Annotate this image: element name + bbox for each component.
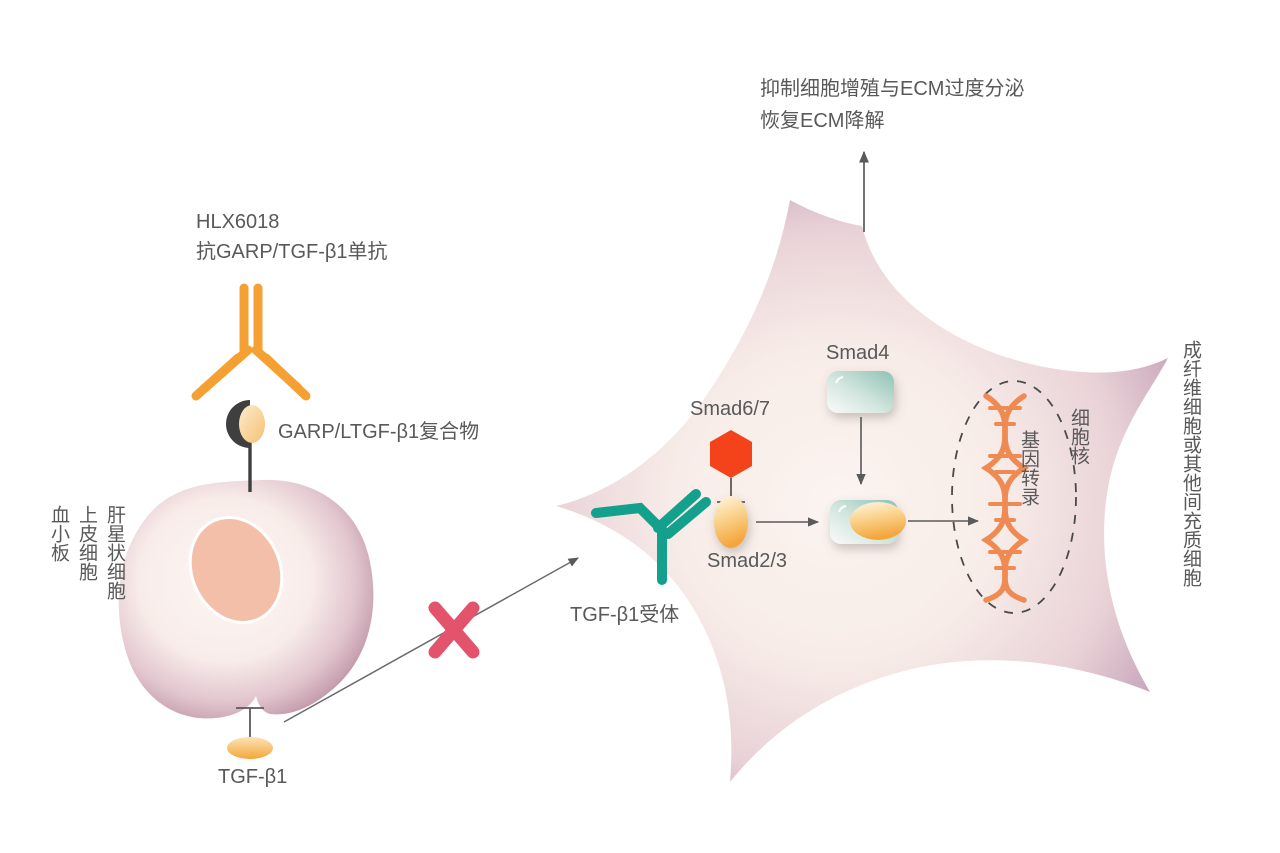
garp-ltgf-complex bbox=[226, 400, 265, 492]
antibody-arm-right-b bbox=[261, 353, 311, 401]
receptor-left-arm bbox=[591, 502, 667, 585]
smad23-oval bbox=[714, 496, 748, 548]
smad23-label: Smad2/3 bbox=[707, 550, 788, 572]
antibody-arm-left-b bbox=[191, 353, 243, 401]
smad-complex-oval bbox=[850, 502, 906, 540]
tgf-b1-ligand bbox=[227, 707, 273, 759]
source-cell-label-hepatic-stellate: 肝星状细胞 bbox=[103, 505, 125, 600]
source-cell-nucleus bbox=[188, 516, 284, 624]
smad4-node bbox=[827, 371, 894, 486]
garp-complex-label: GARP/LTGF-β1复合物 bbox=[278, 421, 480, 443]
smad-complex-highlight bbox=[837, 504, 847, 513]
fibroblast-cell bbox=[556, 200, 1168, 782]
receptor-right-arm-b bbox=[663, 497, 711, 539]
dna-helix-icon bbox=[980, 393, 1030, 603]
fibroblast-body bbox=[556, 200, 1168, 782]
tgf-b1-receptor bbox=[591, 489, 711, 585]
target-cell-label: 成纤维细胞或其他间充质细胞 bbox=[1179, 340, 1201, 587]
antibody-name-line2: 抗GARP/TGF-β1单抗 bbox=[196, 241, 388, 263]
antibody-name-line1: HLX6018 bbox=[196, 211, 280, 233]
smad4-box bbox=[827, 371, 894, 413]
smad-complex-node bbox=[830, 500, 980, 544]
receptor-label: TGF-β1受体 bbox=[570, 604, 680, 626]
receptor-right-arm-a bbox=[653, 489, 701, 533]
ltgf-b1-oval bbox=[239, 405, 265, 443]
outcome-text-line1: 抑制细胞增殖与ECM过度分泌 bbox=[760, 78, 1025, 100]
ligand-oval bbox=[227, 737, 273, 759]
blocked-pathway-arrow bbox=[283, 557, 579, 723]
smad4-highlight bbox=[834, 375, 844, 384]
smad67-label: Smad6/7 bbox=[690, 398, 771, 420]
nucleus-label: 细胞核 bbox=[1067, 408, 1089, 465]
ligand-label: TGF-β1 bbox=[218, 766, 288, 788]
outcome-text-line2: 恢复ECM降解 bbox=[760, 110, 885, 132]
source-cell-label-platelet: 血小板 bbox=[47, 505, 69, 562]
nucleus-outline bbox=[951, 380, 1077, 614]
source-cell bbox=[118, 479, 374, 719]
smad67-hexagon bbox=[710, 430, 752, 478]
source-cell-label-epithelial: 上皮细胞 bbox=[75, 505, 97, 581]
smad4-label: Smad4 bbox=[826, 342, 890, 364]
hlx6018-antibody bbox=[191, 283, 311, 401]
blocked-x-icon bbox=[428, 601, 480, 659]
transcription-label: 基因转录 bbox=[1017, 430, 1039, 506]
